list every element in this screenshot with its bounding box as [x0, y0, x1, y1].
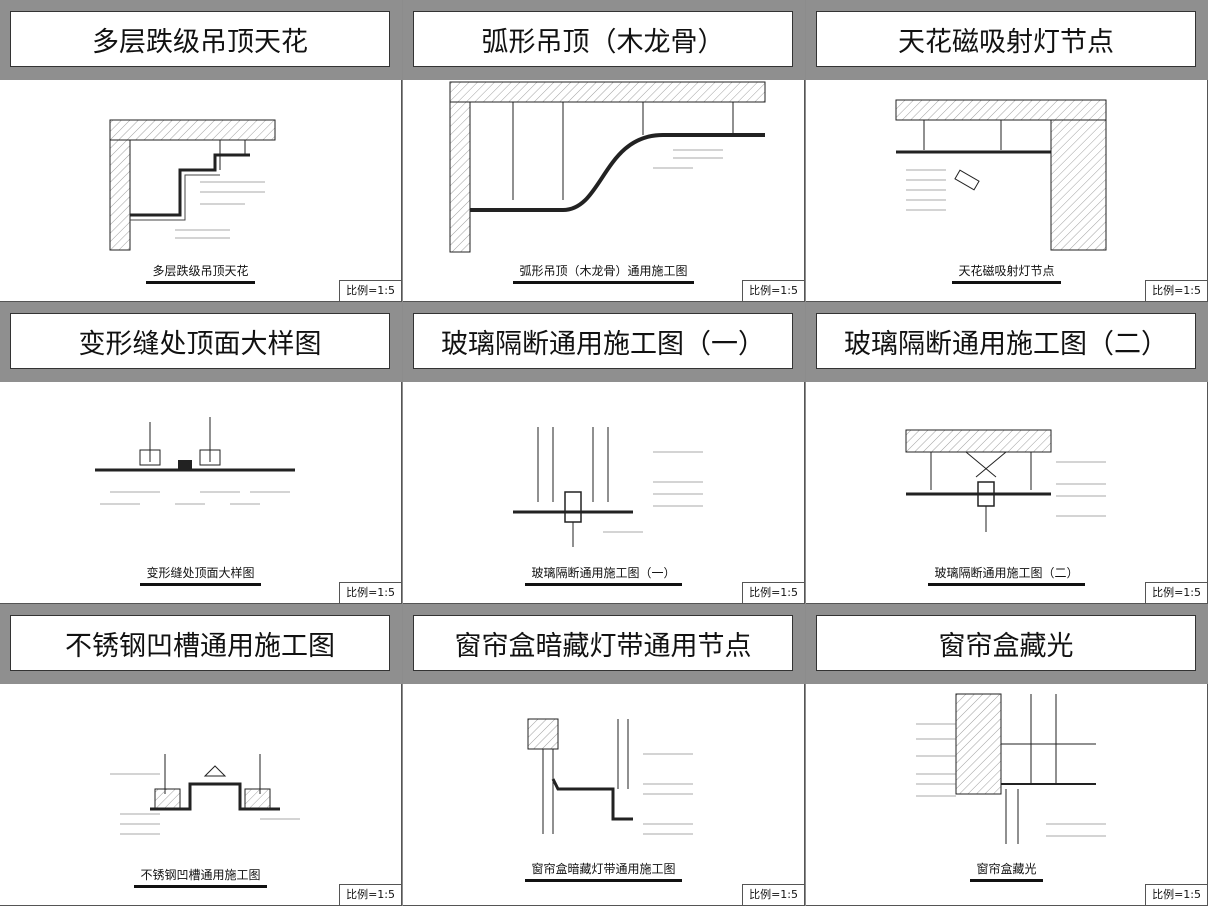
scale-label: 比例=1:5: [339, 884, 401, 905]
magnetic-spotlight-drawing: [895, 99, 1107, 251]
scale-label: 比例=1:5: [742, 582, 804, 603]
panel-content: 不锈钢凹槽通用施工图 比例=1:5: [0, 684, 402, 906]
glass-partition-1-drawing: [513, 427, 703, 547]
panel-glass-partition-2: 玻璃隔断通用施工图（二） 玻璃隔断通用施工图（二） 比例=1:5: [806, 302, 1208, 604]
panel-curtain-box-hidden-light: 窗帘盒藏光 窗帘盒藏光 比例=1:5: [806, 604, 1208, 906]
panel-caption: 不锈钢凹槽通用施工图: [0, 866, 401, 888]
panel-title: 弧形吊顶（木龙骨）: [413, 11, 793, 67]
panel-caption: 窗帘盒藏光: [806, 860, 1207, 882]
panel-content: 弧形吊顶（木龙骨）通用施工图 比例=1:5: [403, 80, 805, 302]
panel-caption: 天花磁吸射灯节点: [806, 262, 1207, 284]
scale-label: 比例=1:5: [339, 582, 401, 603]
panel-content: 天花磁吸射灯节点 比例=1:5: [806, 80, 1208, 302]
panel-title: 窗帘盒暗藏灯带通用节点: [413, 615, 793, 671]
panel-content: 窗帘盒藏光 比例=1:5: [806, 684, 1208, 906]
panel-title: 多层跌级吊顶天花: [10, 11, 390, 67]
panel-magnetic-spotlight: 天花磁吸射灯节点 天花磁吸射灯节点 比例=1:5: [806, 0, 1208, 302]
panel-glass-partition-1: 玻璃隔断通用施工图（一） 玻璃隔断通用施工图（一） 比例=1:5: [403, 302, 805, 604]
curtain-box-hidden-light-drawing: [916, 693, 1106, 844]
panel-content: 窗帘盒暗藏灯带通用施工图 比例=1:5: [403, 684, 805, 906]
panel-caption: 弧形吊顶（木龙骨）通用施工图: [403, 262, 804, 284]
panel-title: 窗帘盒藏光: [816, 615, 1196, 671]
panel-title: 玻璃隔断通用施工图（一）: [413, 313, 793, 369]
curtain-box-lightstrip-drawing: [527, 718, 693, 835]
panel-curved-ceiling: 弧形吊顶（木龙骨） 弧形吊顶（木龙骨）通用施工图 比例=1:5: [403, 0, 805, 302]
panel-title: 天花磁吸射灯节点: [816, 11, 1196, 67]
panel-content: 玻璃隔断通用施工图（一） 比例=1:5: [403, 382, 805, 604]
panel-caption: 变形缝处顶面大样图: [0, 564, 401, 586]
scale-label: 比例=1:5: [742, 884, 804, 905]
glass-partition-2-drawing: [905, 429, 1106, 532]
panel-caption: 窗帘盒暗藏灯带通用施工图: [403, 860, 804, 882]
panel-expansion-joint: 变形缝处顶面大样图 变形缝处顶面大样图 比例=1:5: [0, 302, 402, 604]
scale-label: 比例=1:5: [1145, 280, 1207, 301]
panel-caption: 玻璃隔断通用施工图（二）: [806, 564, 1207, 586]
panel-title: 变形缝处顶面大样图: [10, 313, 390, 369]
panel-content: 玻璃隔断通用施工图（二） 比例=1:5: [806, 382, 1208, 604]
panel-caption: 玻璃隔断通用施工图（一）: [403, 564, 804, 586]
scale-label: 比例=1:5: [1145, 582, 1207, 603]
panel-curtain-box-lightstrip: 窗帘盒暗藏灯带通用节点 窗帘盒暗藏灯带通用施工图 比例=1:5: [403, 604, 805, 906]
scale-label: 比例=1:5: [742, 280, 804, 301]
scale-label: 比例=1:5: [1145, 884, 1207, 905]
panel-multilevel-ceiling: 多层跌级吊顶天花 多层跌级吊顶天花: [0, 0, 402, 302]
stainless-groove-drawing: [110, 754, 300, 835]
panel-content: 多层跌级吊顶天花 比例=1:5: [0, 80, 402, 302]
multilevel-ceiling-drawing: [109, 119, 276, 251]
scale-label: 比例=1:5: [339, 280, 401, 301]
panel-stainless-groove: 不锈钢凹槽通用施工图 不锈钢凹槽通用施工图 比例=1:5: [0, 604, 402, 906]
panel-caption: 多层跌级吊顶天花: [0, 262, 401, 284]
expansion-joint-drawing: [95, 417, 295, 505]
panel-title: 不锈钢凹槽通用施工图: [10, 615, 390, 671]
curved-ceiling-drawing: [449, 81, 766, 253]
panel-content: 变形缝处顶面大样图 比例=1:5: [0, 382, 402, 604]
panel-title: 玻璃隔断通用施工图（二）: [816, 313, 1196, 369]
